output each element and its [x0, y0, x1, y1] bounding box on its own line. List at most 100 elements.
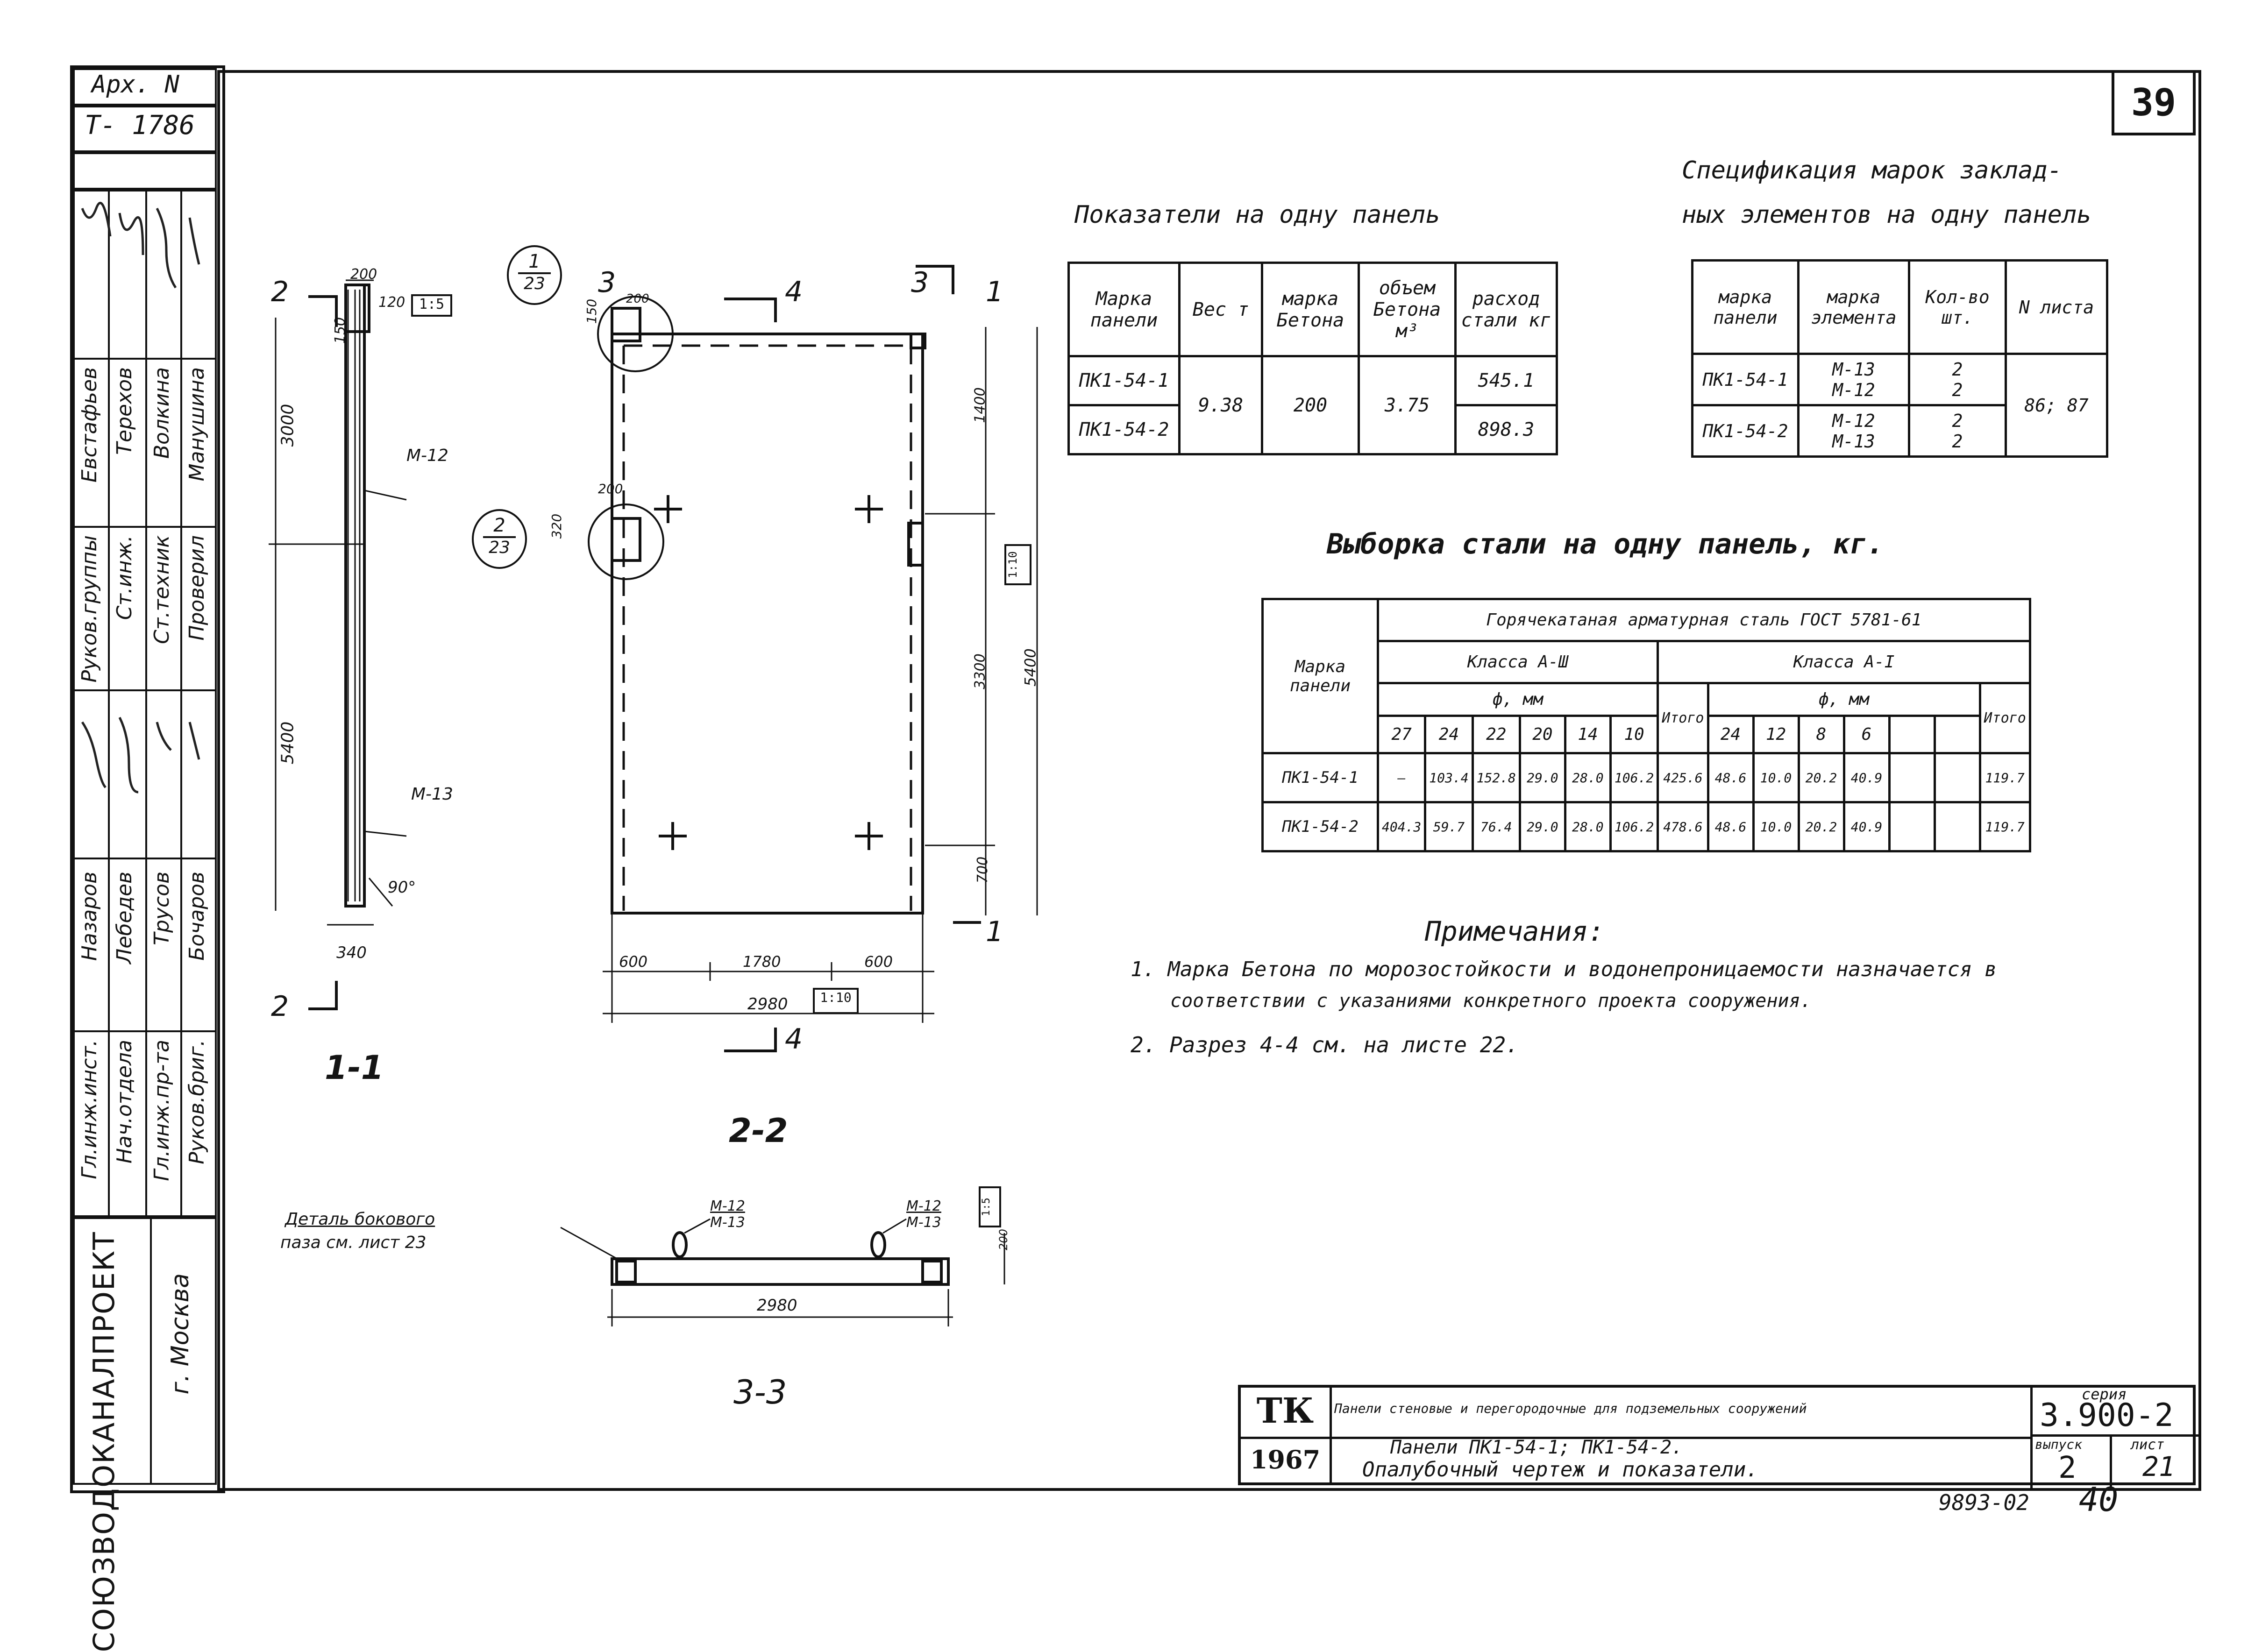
cut-4-top: 4 — [785, 276, 803, 308]
dim-90: 90° — [388, 878, 416, 897]
cut-3-top: 3 — [598, 266, 616, 299]
col-weight: Вес т — [1178, 262, 1263, 357]
scale-box-d: 1:5 — [979, 1186, 1001, 1227]
signatures — [81, 202, 200, 794]
archive-label: Арх. N — [92, 71, 179, 99]
spec-elements: М-12 М-13 — [1797, 404, 1910, 458]
cut-2-top: 2 — [271, 276, 289, 308]
detail-note-2: паза см. лист 23 — [280, 1233, 427, 1252]
col-volume: объем Бетона м³ — [1358, 262, 1457, 357]
dim-200: 200 — [350, 266, 377, 283]
scale-box-a: 1:5 — [411, 294, 452, 317]
detail-note-1: Деталь бокового — [285, 1210, 435, 1229]
table-row: ПК1-54-2 — [1067, 404, 1181, 455]
dim-5400-left: 5400 — [278, 721, 298, 765]
callout-2: 2 23 — [472, 509, 527, 569]
note-2: 2. Разрез 4-4 см. на листе 22. — [1131, 1032, 1519, 1057]
subtotal-header: Итого — [1657, 682, 1709, 754]
drawing-frame — [217, 70, 2201, 1491]
bottom-code: 9893-02 — [1939, 1490, 2029, 1515]
sheet-number: 21 — [2142, 1451, 2175, 1482]
sheet-label: лист — [2131, 1437, 2165, 1453]
section-2-2-title: 2-2 — [729, 1112, 788, 1150]
phi-a3: ф, мм — [1376, 682, 1659, 717]
title-block: ТК 1967 Панели стеновые и перегородочные… — [1238, 1385, 2198, 1488]
spec-title-2: ных элементов на одну панель — [1682, 201, 2091, 229]
label-m12-c: М-12 — [906, 1198, 941, 1214]
total-header: Итого — [1978, 682, 2031, 754]
drawing-title: Опалубочный чертеж и показатели. — [1362, 1458, 1758, 1482]
bottom-page: 40 — [2079, 1481, 2119, 1519]
series-label: серия — [2082, 1385, 2127, 1403]
spec-col-mark: марка панели — [1691, 259, 1800, 355]
issue-number: 2 — [2058, 1451, 2077, 1485]
year: 1967 — [1241, 1437, 1332, 1482]
city: г. Москва — [166, 1273, 194, 1395]
dim-1780: 1780 — [743, 953, 781, 971]
dim-2980: 2980 — [747, 995, 788, 1014]
table-row: ПК1-54-2 — [1691, 404, 1800, 458]
cut-1-bottom: 1 — [986, 915, 1004, 948]
spec-table: марка панели марка элемента Кол-во шт. N… — [1691, 259, 2108, 458]
panels-title: Панели ПК1-54-1; ПК1-54-2. — [1390, 1437, 1683, 1458]
dim-600-left: 600 — [619, 953, 648, 971]
steel-group-header: Горячекатаная арматурная сталь ГОСТ 5781… — [1377, 598, 2031, 642]
spec-col-element: марка элемента — [1797, 259, 1910, 355]
steel-col-mark: Марка панели — [1261, 598, 1379, 754]
corner-sheet-number: 39 — [2131, 81, 2177, 124]
table-row: ПК1-54-1 — [1691, 353, 1800, 406]
notes-title: Примечания: — [1425, 915, 1605, 947]
archive-number: Т- 1786 — [85, 110, 195, 141]
steel-table: Марка панели Горячекатаная арматурная ст… — [1261, 598, 2031, 852]
corner-sheet-box: 39 — [2112, 70, 2196, 135]
steel-value: 898.3 — [1454, 404, 1558, 455]
cut-4-bottom: 4 — [785, 1023, 803, 1056]
spec-sheets: 86; 87 — [2005, 353, 2108, 458]
class-a1: Класса А-I — [1657, 640, 2031, 684]
dim-200-b: 200 — [626, 292, 649, 306]
scale-box-c: 1:10 — [813, 988, 859, 1014]
volume-value: 3.75 — [1358, 355, 1457, 455]
dim-150: 150 — [332, 317, 349, 344]
label-m12-b: М-12 — [710, 1198, 745, 1214]
dim-3000: 3000 — [278, 404, 298, 447]
section-3-3-title: 3-3 — [733, 1373, 787, 1411]
diameter-row: 27 24 22 20 14 10 24 12 8 6 — [1263, 715, 2030, 754]
dim-150-b: 150 — [584, 298, 600, 324]
label-m13-c: М-13 — [906, 1214, 941, 1231]
callout-1: 1 23 — [507, 245, 562, 305]
col-mark: Марка панели — [1067, 262, 1181, 357]
dim-200-33: 200 — [996, 1229, 1010, 1250]
dim-600-right: 600 — [864, 953, 893, 971]
cut-2-bottom: 2 — [271, 990, 289, 1023]
dim-700: 700 — [975, 856, 991, 884]
organization: СОЮЗВОДОКАНАЛПРОЕКТ — [87, 1231, 121, 1652]
cut-3-right: 3 — [911, 266, 929, 299]
note-1-cont: соответствии с указаниями конкретного пр… — [1170, 990, 1812, 1012]
spec-col-sheet: N листа — [2005, 259, 2108, 355]
side-stamp: Арх. N Т- 1786 Гл.инж.инст. Нач.отдела Г… — [70, 65, 225, 1652]
weight-value: 9.38 — [1178, 355, 1263, 455]
cut-1-top: 1 — [986, 276, 1004, 308]
spec-qty: 2 2 — [1908, 353, 2007, 406]
section-1-1-title: 1-1 — [325, 1049, 384, 1087]
spec-elements: М-13 М-12 — [1797, 353, 1910, 406]
dim-5400-right: 5400 — [1021, 648, 1039, 687]
steel-value: 545.1 — [1454, 355, 1558, 406]
phi-a1: ф, мм — [1707, 682, 1981, 717]
table-row: ПК1-54-2 404.3 59.7 76.4 29.0 28.0 106.2… — [1261, 801, 2031, 852]
spec-title-1: Спецификация марок заклад- — [1682, 156, 2062, 184]
dim-320: 320 — [549, 513, 565, 539]
dim-2980-b: 2980 — [757, 1296, 797, 1315]
dim-1400: 1400 — [972, 387, 989, 423]
class-a3: Класса А-Ш — [1376, 640, 1659, 684]
issue-label: выпуск — [2035, 1437, 2083, 1452]
dim-340: 340 — [336, 943, 367, 962]
col-steel: расход стали кг — [1454, 262, 1558, 357]
series-name: Панели стеновые и перегородочные для под… — [1334, 1401, 1807, 1416]
col-concrete: марка Бетона — [1261, 262, 1360, 357]
series-number: 3.900-2 — [2040, 1397, 2174, 1434]
concrete-value: 200 — [1261, 355, 1360, 455]
dim-120: 120 — [378, 294, 405, 311]
dim-200-c: 200 — [598, 481, 623, 496]
